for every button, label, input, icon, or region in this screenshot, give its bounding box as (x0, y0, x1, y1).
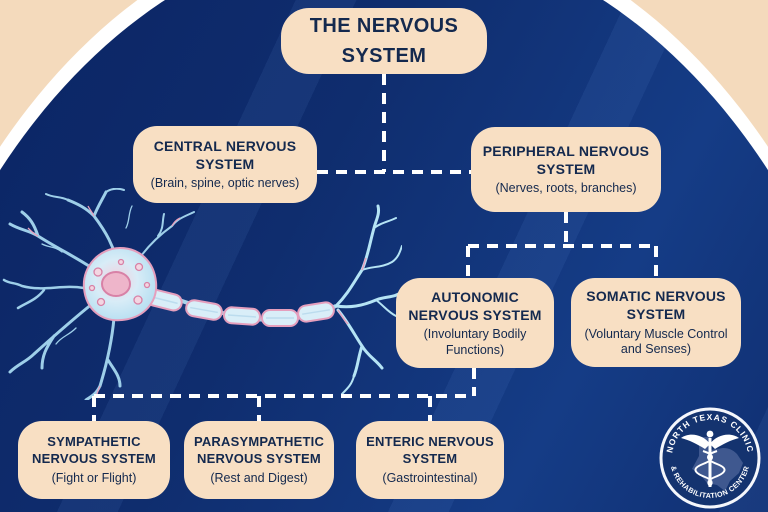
node-heading: PARASYMPATHETIC NERVOUS SYSTEM (193, 433, 325, 466)
node-sympathetic-nervous-system: SYMPATHETIC NERVOUS SYSTEM (Fight or Fli… (18, 421, 170, 499)
node-autonomic-nervous-system: AUTONOMIC NERVOUS SYSTEM (Involuntary Bo… (396, 278, 554, 368)
myelin-sheath (145, 288, 335, 327)
node-heading: SYMPATHETIC NERVOUS SYSTEM (32, 433, 156, 466)
neuron-illustration (2, 188, 402, 400)
node-subtitle: (Involuntary Bodily Functions) (423, 327, 527, 357)
node-heading: CENTRAL NERVOUS SYSTEM (153, 138, 297, 173)
node-central-nervous-system: CENTRAL NERVOUS SYSTEM (Brain, spine, op… (133, 126, 317, 203)
node-heading: ENTERIC NERVOUS SYSTEM (366, 433, 494, 466)
node-parasympathetic-nervous-system: PARASYMPATHETIC NERVOUS SYSTEM (Rest and… (184, 421, 334, 499)
soma (82, 246, 158, 322)
node-the-nervous-system: THE NERVOUS SYSTEM (281, 8, 487, 74)
dendrites (2, 188, 195, 400)
nucleus (101, 271, 131, 297)
node-subtitle: (Brain, spine, optic nerves) (150, 176, 300, 191)
terminal-pink-accents (337, 257, 367, 325)
node-enteric-nervous-system: ENTERIC NERVOUS SYSTEM (Gastrointestinal… (356, 421, 504, 499)
title-text: THE NERVOUS SYSTEM (309, 15, 459, 67)
node-heading: AUTONOMIC NERVOUS SYSTEM (408, 288, 542, 323)
node-subtitle: (Voluntary Muscle Control and Senses) (584, 326, 728, 357)
node-somatic-nervous-system: SOMATIC NERVOUS SYSTEM (Voluntary Muscle… (571, 278, 741, 367)
node-subtitle: (Fight or Flight) (51, 470, 137, 485)
node-subtitle: (Rest and Digest) (210, 470, 308, 485)
caduceus-icon (681, 430, 739, 487)
node-heading: SOMATIC NERVOUS SYSTEM (586, 288, 726, 323)
node-subtitle: (Nerves, roots, branches) (495, 181, 637, 196)
axon-terminals (334, 204, 402, 395)
organelles (88, 258, 151, 307)
clinic-logo: NORTH TEXAS CLINIC & REHABILITATION CENT… (659, 407, 761, 509)
node-heading: PERIPHERAL NERVOUS SYSTEM (482, 143, 650, 178)
node-peripheral-nervous-system: PERIPHERAL NERVOUS SYSTEM (Nerves, roots… (471, 127, 661, 212)
node-subtitle: (Gastrointestinal) (382, 470, 478, 485)
